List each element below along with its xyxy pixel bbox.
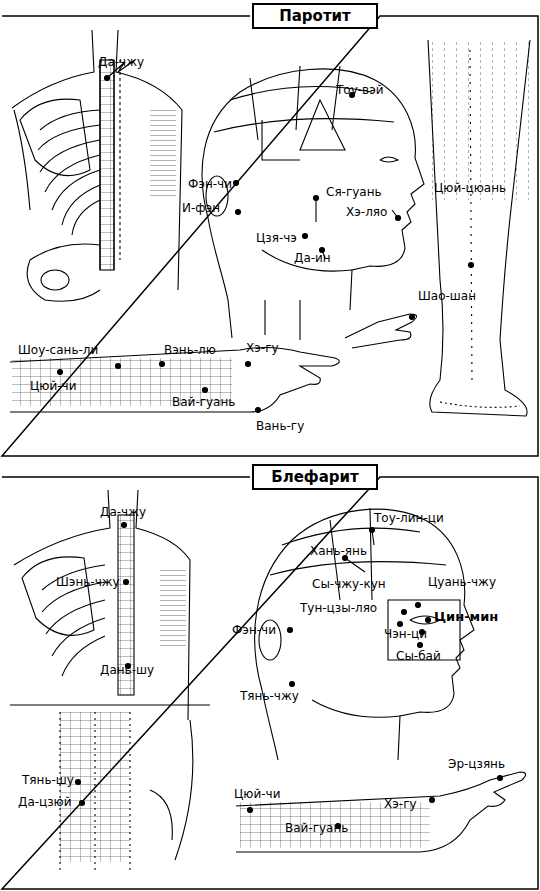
point-label: Шэнь-чжу xyxy=(56,576,120,589)
head-figure xyxy=(255,508,474,760)
leg-figure xyxy=(428,40,530,416)
point-label: И-фэн xyxy=(182,202,220,215)
point-label: Сы-чжу-кун xyxy=(312,578,386,591)
point-label: Тоу-лин-ци xyxy=(374,512,444,525)
point-label: Сы-бай xyxy=(396,650,441,663)
back-figure xyxy=(10,490,210,870)
point-label: Да-чжу xyxy=(100,506,146,519)
point-label: Да-ин xyxy=(294,252,331,265)
point-label: Вань-гу xyxy=(256,420,304,433)
point-label: Да-чжу xyxy=(98,56,144,69)
point-label: Цзя-чэ xyxy=(256,232,297,245)
point-label: Шао-шан xyxy=(418,290,476,303)
point-label: Вэнь-лю xyxy=(164,344,216,357)
point-label: Хэ-гу xyxy=(246,342,279,355)
point-label: Тун-цзы-ляо xyxy=(300,602,377,615)
head-figure xyxy=(202,66,424,340)
point-label: Ся-гуань xyxy=(326,186,382,199)
point-label: Хань-янь xyxy=(310,545,367,558)
point-label: Цуань-чжу xyxy=(428,576,496,589)
point-label: Цюй-чи xyxy=(234,788,280,801)
point-label: Тянь-чжу xyxy=(240,690,299,703)
panel-frame xyxy=(2,16,538,456)
section-heading-box: Блефарит xyxy=(252,464,378,490)
point-label: Чэн-ци xyxy=(384,628,427,641)
point-label: Дань-шу xyxy=(100,664,154,677)
point-label: Хэ-гу xyxy=(384,798,417,811)
point-label: Вай-гуань xyxy=(285,822,348,835)
point-label: Цин-мин xyxy=(434,610,498,623)
back-figure xyxy=(12,30,182,301)
point-label: Тянь-шу xyxy=(22,774,74,787)
point-label: Цюй-цюань xyxy=(434,182,506,195)
panel-frame xyxy=(2,477,538,889)
point-label: Шоу-сань-ли xyxy=(18,344,98,357)
arm-figure xyxy=(236,772,526,852)
point-label: Хэ-ляо xyxy=(346,206,387,219)
arm-figure xyxy=(10,347,339,412)
section-heading: Паротит xyxy=(279,7,351,25)
point-label: Да-цзюй xyxy=(18,796,72,809)
hand-figure xyxy=(345,314,417,348)
point-label: Фэн-чи xyxy=(188,178,232,191)
point-label: Эр-цзянь xyxy=(448,758,505,771)
point-label: Фэн-чи xyxy=(232,624,276,637)
point-label: Цюй-чи xyxy=(30,380,76,393)
section-heading-box: Паротит xyxy=(252,3,378,29)
point-label: Тоу-вэй xyxy=(336,84,384,97)
section-heading: Блефарит xyxy=(271,468,359,486)
point-label: Вай-гуань xyxy=(172,396,235,409)
